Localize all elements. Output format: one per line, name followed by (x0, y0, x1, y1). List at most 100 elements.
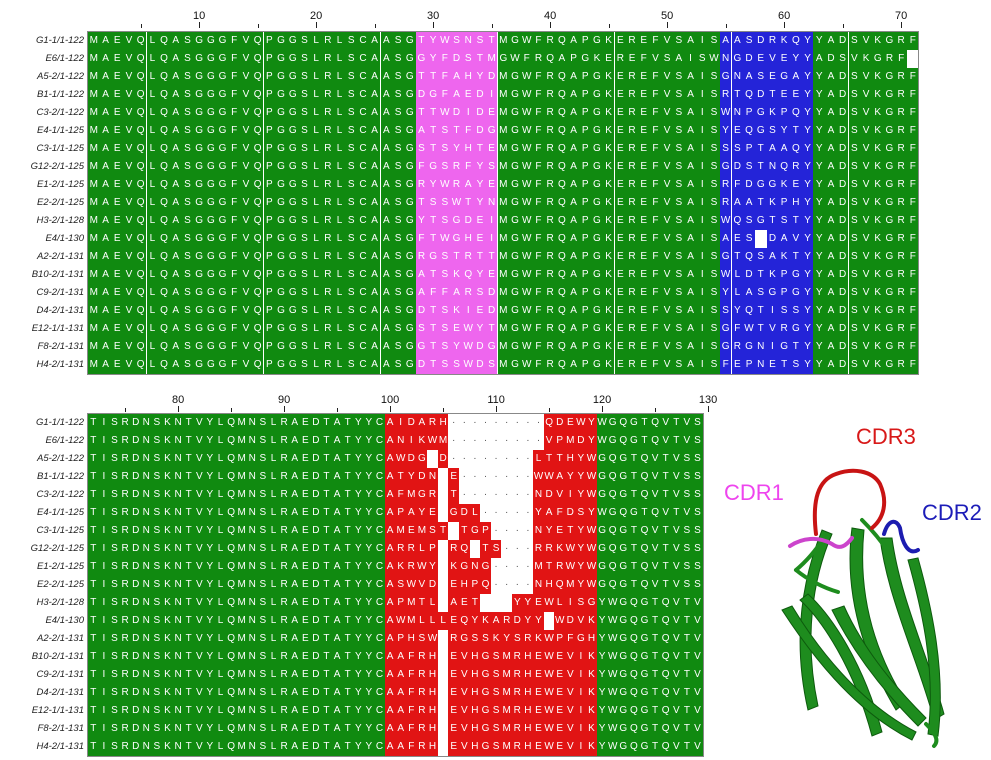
residue-cell: R (626, 338, 638, 356)
residue-cell: R (895, 176, 907, 194)
residue-cell: S (848, 212, 861, 230)
residue-cell: T (321, 702, 332, 720)
residue-cell: E (614, 104, 627, 122)
ruler-tick-label: 60 (778, 10, 791, 22)
residue-cell: G (286, 284, 299, 302)
residue-cell: T (474, 248, 486, 266)
residue-cell: M (236, 648, 247, 666)
residue-cell: T (415, 68, 428, 86)
residue-cell: M (501, 684, 512, 702)
residue-cell: E (111, 176, 124, 194)
residue-cell: G (883, 320, 896, 338)
residue-cell: Y (363, 594, 375, 612)
residue-cell: V (671, 450, 682, 468)
residue-cell: I (696, 338, 709, 356)
residue-cell: Q (158, 104, 170, 122)
residue-cell: A (331, 504, 343, 522)
residue-cell: P (263, 212, 276, 230)
residue-cell (437, 540, 449, 558)
residue-cell: R (626, 32, 638, 50)
residue-cell: A (169, 356, 182, 374)
residue-cell: V (123, 140, 135, 158)
residue-cell: V (671, 540, 682, 558)
residue-cell: A (384, 558, 396, 576)
residue-cell: T (342, 558, 353, 576)
residue-cell: F (907, 122, 918, 140)
residue-cell: S (673, 338, 685, 356)
residue-cell: G (591, 266, 603, 284)
residue-cell: D (416, 468, 428, 486)
residue-cell: C (374, 432, 385, 450)
residue-cell: R (322, 338, 334, 356)
residue-cell: E (474, 302, 486, 320)
residue-cell: V (692, 684, 703, 702)
residue-cell: G (403, 158, 416, 176)
residue-cell: G (286, 230, 299, 248)
residue-cell: A (289, 612, 300, 630)
residue-cell: G (193, 356, 205, 374)
residue-cell: L (333, 284, 346, 302)
residue-cell: G (205, 86, 217, 104)
ruler-tick (496, 406, 498, 412)
residue-cell: R (322, 194, 334, 212)
residue-cell: S (439, 140, 451, 158)
residue-cell: Q (158, 140, 170, 158)
residue-cell: K (766, 104, 779, 122)
residue-cell: M (485, 50, 498, 68)
residue-cell: S (392, 140, 404, 158)
residue-cell: L (333, 230, 346, 248)
residue-cell: F (415, 158, 428, 176)
residue-cell: C (374, 486, 385, 504)
residue-cell: · (469, 450, 481, 468)
residue-cell: A (99, 356, 112, 374)
residue-cell: · (469, 468, 481, 486)
residue-cell: N (141, 576, 152, 594)
residue-cell: Y (363, 558, 375, 576)
residue-cell: M (497, 122, 510, 140)
residue-cell: A (99, 266, 112, 284)
residue-cell: S (474, 284, 486, 302)
residue-cell: W (719, 212, 732, 230)
residue-cell: L (437, 612, 449, 630)
residue-cell: E (111, 158, 124, 176)
residue-cell: S (392, 284, 404, 302)
residue-cell: R (626, 302, 638, 320)
residue-cell: Y (416, 504, 428, 522)
residue-cell: G (883, 248, 896, 266)
residue-cell: Y (363, 702, 375, 720)
residue-cell: S (439, 320, 451, 338)
residue-cell: S (681, 486, 693, 504)
residue-cell: N (172, 684, 184, 702)
residue-cell: G (618, 684, 629, 702)
residue-cell: E (754, 50, 767, 68)
residue-cell: I (684, 50, 697, 68)
residue-cell: C (374, 702, 385, 720)
residue-cell: A (567, 320, 580, 338)
residue-cell: V (240, 230, 252, 248)
residue-cell: C (374, 648, 385, 666)
residue-cell: R (119, 738, 131, 756)
residue-cell: V (123, 194, 135, 212)
residue-cell: S (257, 630, 269, 648)
residue-cell: S (151, 594, 163, 612)
residue-cell: E (474, 212, 486, 230)
residue-cell: G (403, 140, 416, 158)
residue-cell: T (321, 594, 332, 612)
residue-cell: F (907, 104, 918, 122)
residue-cell: S (257, 666, 269, 684)
residue-cell: S (427, 194, 439, 212)
residue-cell: H (469, 648, 481, 666)
residue-cell: V (649, 558, 661, 576)
residue-cell: Y (596, 666, 608, 684)
residue-cell: E (614, 140, 627, 158)
residue-cell: T (88, 666, 99, 684)
residue-cell: Q (628, 720, 640, 738)
residue-cell: V (240, 284, 252, 302)
residue-cell: G (415, 50, 428, 68)
residue-cell: G (275, 122, 287, 140)
residue-cell: A (368, 194, 381, 212)
residue-cell: E (637, 32, 650, 50)
residue-cell: F (907, 356, 918, 374)
